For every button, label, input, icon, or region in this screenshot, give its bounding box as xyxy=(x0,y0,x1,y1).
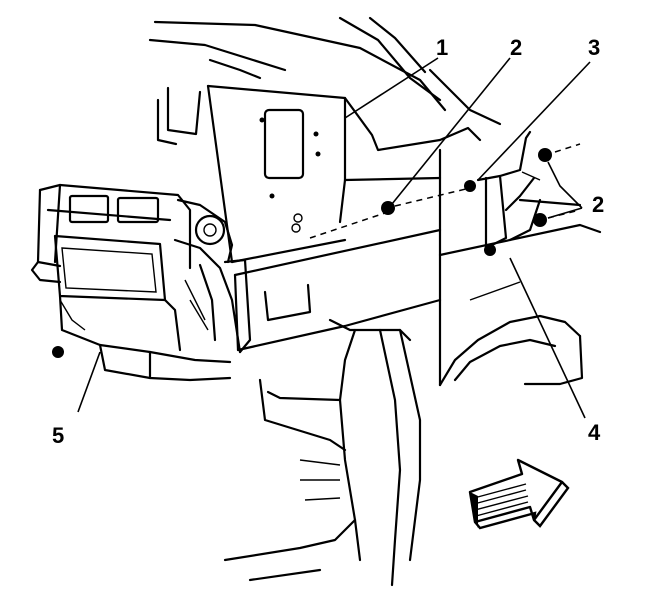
hvac-module xyxy=(30,183,252,382)
fender-outline xyxy=(438,148,602,387)
callout-2-upper: 2 xyxy=(510,35,522,60)
callout-2-right: 2 xyxy=(592,192,604,217)
callout-1: 1 xyxy=(436,35,448,60)
firewall-panel xyxy=(156,68,502,264)
wheel-well xyxy=(223,318,422,587)
callout-5: 5 xyxy=(52,423,64,448)
heater-hose-assembly xyxy=(464,130,552,256)
leader-lines xyxy=(77,57,591,419)
vehicle-body-upper xyxy=(148,16,447,112)
forward-arrow-icon xyxy=(468,458,570,530)
callout-4: 4 xyxy=(588,420,601,445)
callout-3: 3 xyxy=(588,35,600,60)
mounting-bracket xyxy=(233,228,442,352)
